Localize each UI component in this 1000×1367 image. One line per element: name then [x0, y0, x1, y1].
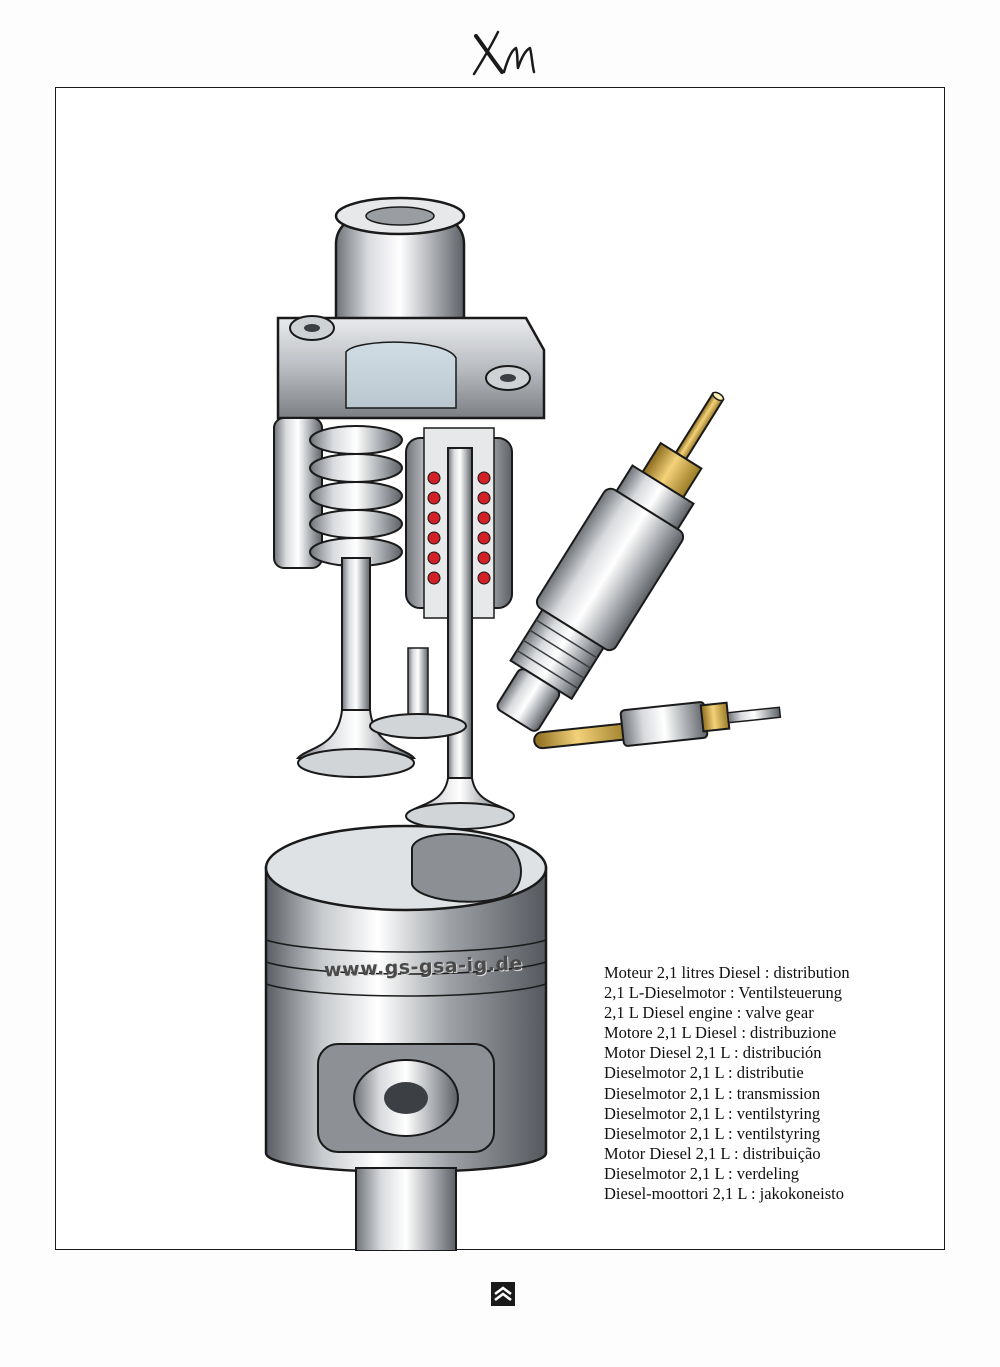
valve-left — [273, 417, 417, 778]
glow-plug — [533, 701, 782, 750]
caption-line: 2,1 L-Dieselmotor : Ventilsteuerung — [604, 983, 842, 1003]
illustration-frame: www.gs-gsa-ig.de Moteur 2,1 litres Diese… — [55, 87, 945, 1251]
caption-line: Dieselmotor 2,1 L : verdeling — [604, 1163, 800, 1183]
caption-line: Dieselmotor 2,1 L : ventilstyring — [604, 1103, 821, 1123]
caption-line: Dieselmotor 2,1 L : ventilstyring — [604, 1123, 821, 1143]
caption-line: Motor Diesel 2,1 L : distribución — [604, 1043, 822, 1063]
valve-right — [405, 427, 515, 830]
engine-valve-gear-illustration — [264, 196, 782, 1251]
caption-line: Motor Diesel 2,1 L : distribuição — [604, 1143, 821, 1163]
caption-line: Moteur 2,1 litres Diesel : distribution — [604, 963, 850, 982]
piston — [264, 824, 548, 1251]
caption-line: 2,1 L Diesel engine : valve gear — [604, 1003, 814, 1023]
valve-rear — [369, 647, 467, 739]
citroen-double-chevron-icon — [491, 1282, 515, 1306]
injector — [496, 391, 725, 732]
caption-list: Moteur 2,1 litres Diesel : distribution … — [604, 963, 850, 1204]
rocker-housing — [276, 315, 546, 420]
caption-line: Dieselmotor 2,1 L : distributie — [604, 1063, 804, 1083]
caption-line: Dieselmotor 2,1 L : transmission — [604, 1083, 821, 1103]
xm-script-logo-icon — [472, 30, 536, 76]
caption-line: Motore 2,1 L Diesel : distribuzione — [604, 1023, 837, 1043]
caption-line: Diesel-moottori 2,1 L : jakokoneisto — [604, 1184, 844, 1204]
